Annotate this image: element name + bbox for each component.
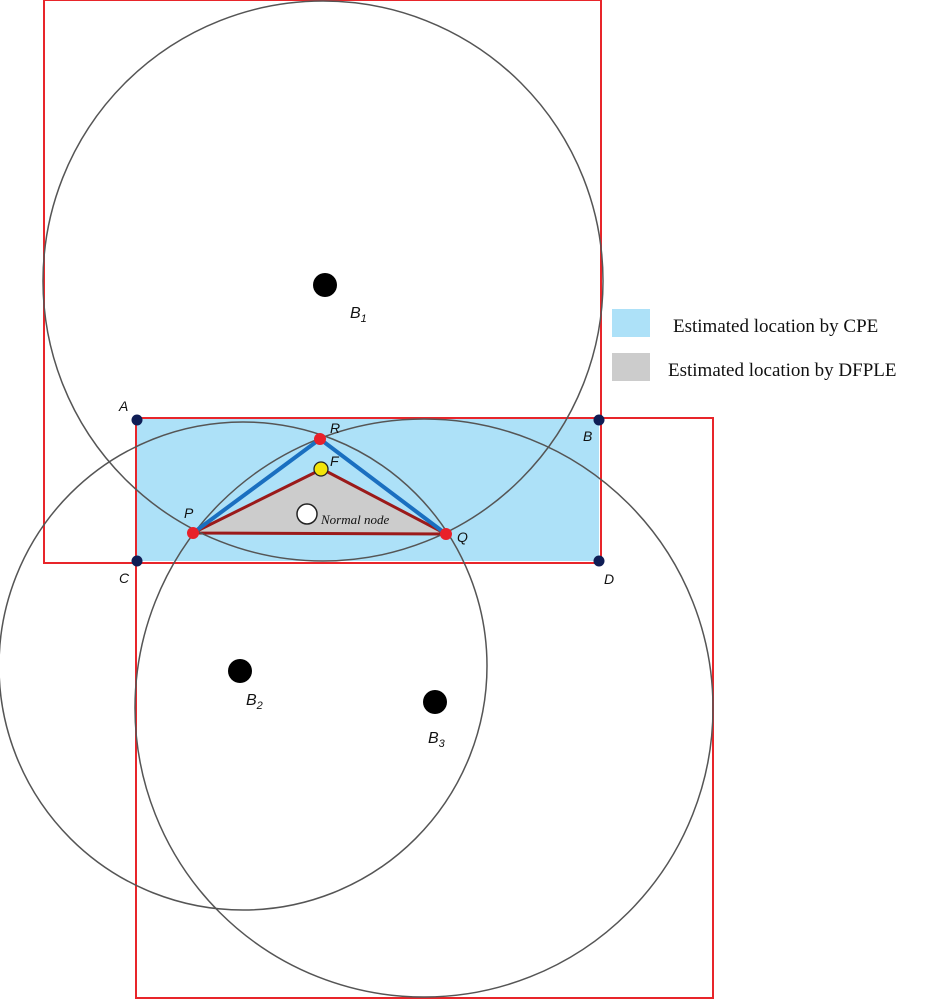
point-f <box>313 461 329 477</box>
corner-label-a: A <box>118 398 128 414</box>
point-p <box>187 527 199 539</box>
beacon-b1-label: B1 <box>350 305 367 325</box>
cpe-region <box>136 419 599 561</box>
normal-node-point <box>296 503 318 525</box>
corner-point-d <box>593 555 605 567</box>
point-label-r: R <box>330 420 340 436</box>
legend-label-dfple: Estimated location by DFPLE <box>668 360 897 381</box>
corner-point-b <box>593 414 605 426</box>
legend-label-cpe: Estimated location by CPE <box>673 316 878 337</box>
corner-label-d: D <box>604 571 614 587</box>
corner-label-b: B <box>583 428 592 444</box>
normal-node-label: Normal node <box>320 512 389 527</box>
beacon-b3-label: B3 <box>428 730 446 750</box>
beacon-b1 <box>313 273 337 297</box>
beacon-b2 <box>228 659 252 683</box>
beacon-b3 <box>423 690 447 714</box>
corner-point-c <box>131 555 143 567</box>
range-circle-b2 <box>0 421 488 911</box>
legend-swatch-cpe <box>612 309 650 337</box>
corner-point-a <box>131 414 143 426</box>
range-circle-b1 <box>42 0 604 562</box>
dfple-region <box>191 467 448 536</box>
point-r <box>314 433 326 445</box>
legend-swatch-dfple <box>612 353 650 381</box>
point-q <box>440 528 452 540</box>
point-label-f: F <box>330 453 340 469</box>
range-circle-b3 <box>134 418 714 998</box>
point-label-p: P <box>184 505 194 521</box>
point-label-q: Q <box>457 529 468 545</box>
beacon-b2-label: B2 <box>246 692 263 712</box>
bounding-square-b1 <box>43 0 602 564</box>
corner-label-c: C <box>119 570 130 586</box>
